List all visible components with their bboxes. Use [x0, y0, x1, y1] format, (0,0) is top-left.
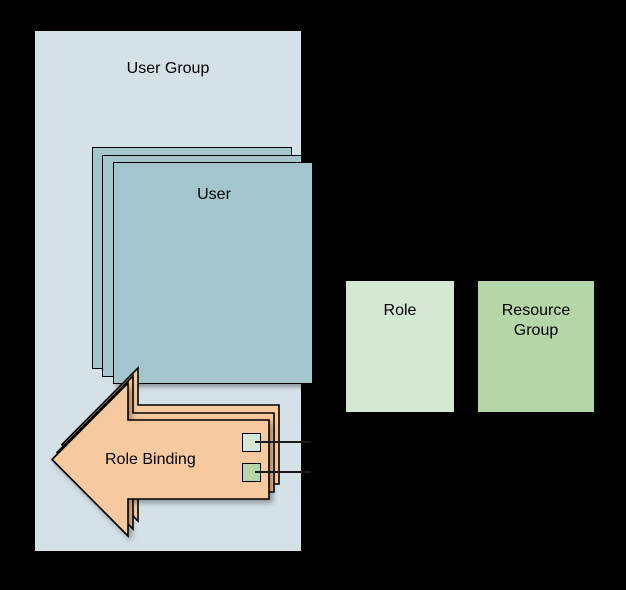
connector-resource-group-line: [255, 471, 311, 473]
resource-group-box[interactable]: Resource Group: [478, 281, 594, 412]
user-group-panel[interactable]: User Group User: [35, 31, 313, 551]
role-box[interactable]: Role: [346, 281, 454, 412]
role-box-label: Role: [383, 302, 417, 319]
role-binding-arrow-front[interactable]: [50, 381, 270, 538]
user-group-label: User Group: [126, 60, 210, 77]
resource-group-box-label: Resource Group: [501, 302, 571, 339]
user-card-label: User: [197, 186, 231, 203]
connector-role-line: [255, 441, 311, 443]
role-binding-label: Role Binding: [105, 451, 196, 468]
user-card-front[interactable]: User: [113, 162, 313, 384]
